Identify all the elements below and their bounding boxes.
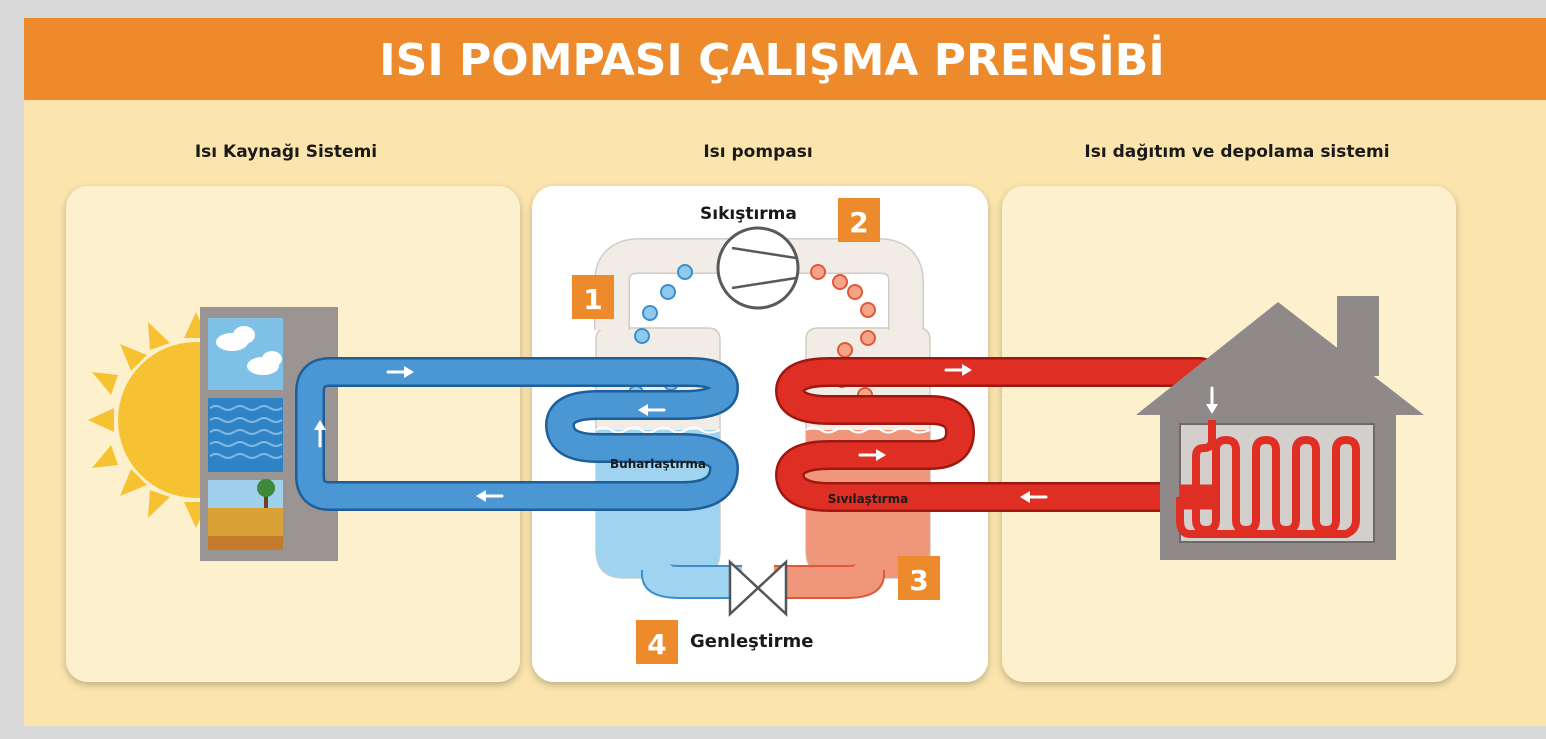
flow-arrow-icon [638,404,666,416]
condensation-label: Sıvılaştırma [828,492,908,506]
section-label-pump: Isı pompası [703,142,812,162]
compressor-icon [716,226,800,310]
flow-arrow-icon [386,366,414,378]
radiator-coil [1176,420,1360,538]
section-label-source: Isı Kaynağı Sistemi [195,142,377,162]
cold-pipe-loop [295,357,739,511]
section-label-distribution: Isı dağıtım ve depolama sistemi [1084,142,1389,162]
compression-label: Sıkıştırma [700,204,797,224]
condensation-number: 3 [909,564,928,597]
evaporation-label: Buharlaştırma [610,457,706,471]
expansion-label: Genleştirme [690,631,814,652]
flow-arrow-icon [858,449,886,461]
evaporation-badge [572,275,614,319]
condensation-badge [898,556,940,600]
flow-arrow-icon [476,490,504,502]
expansion-number: 4 [647,628,666,661]
evaporation-number: 1 [583,283,602,316]
expansion-badge [636,620,678,664]
diagram-title: ISI POMPASI ÇALIŞMA PRENSİBİ [379,33,1164,86]
flow-arrow-icon [1020,491,1048,503]
water-source [208,398,283,472]
flow-arrow-icon [944,364,972,376]
heat-sources-strip [208,318,283,550]
tree-icon [257,479,275,497]
compression-badge [838,198,880,242]
expansion-valve-icon [728,559,788,617]
compression-number: 2 [849,206,868,239]
flow-arrow-icon [314,420,326,448]
title-banner [24,18,1546,100]
flow-arrow-icon [1206,386,1218,414]
